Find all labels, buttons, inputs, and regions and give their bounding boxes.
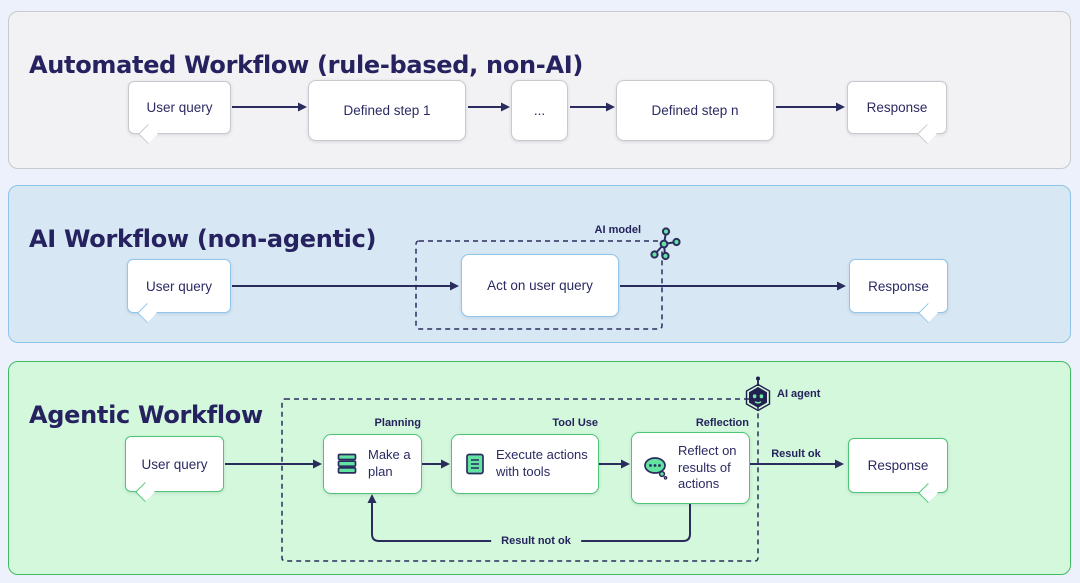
- edge-label-result-ok: Result ok: [771, 448, 821, 460]
- panel-automated-title: Automated Workflow (rule-based, non-AI): [29, 50, 584, 79]
- node-make-a-plan-label: Make a plan: [368, 447, 411, 479]
- bubble-tail: [138, 123, 158, 144]
- arrow-userquery-act: [232, 281, 459, 291]
- step-label-tool-use: Tool Use: [552, 417, 598, 429]
- node-defined-step-n-label: Defined step n: [651, 103, 739, 118]
- panel-ai-workflow: AI Workflow (non-agentic) AI model: [8, 185, 1071, 343]
- arrow-execute-reflect: [599, 459, 630, 469]
- node-user-query: User query: [125, 436, 224, 502]
- arrow-ellipsis-stepn: [570, 102, 615, 112]
- ai-agent-robot-icon: [740, 374, 776, 420]
- arrow-userquery-step1: [232, 102, 307, 112]
- node-make-a-plan: Make a plan: [323, 434, 422, 494]
- node-defined-step-1: Defined step 1: [308, 80, 466, 141]
- panel-automated-workflow: Automated Workflow (rule-based, non-AI) …: [8, 11, 1071, 169]
- arrow-plan-execute: [422, 459, 450, 469]
- node-user-query: User query: [128, 81, 231, 144]
- panel-ai-title: AI Workflow (non-agentic): [29, 224, 377, 253]
- node-response-label: Response: [866, 100, 928, 115]
- node-reflect-on-results: Reflect on results of actions: [631, 432, 750, 504]
- step-label-reflection: Reflection: [695, 417, 749, 429]
- ai-model-network-icon: [645, 225, 683, 263]
- node-execute-actions: Execute actions with tools: [451, 434, 599, 494]
- tools-document-icon: [462, 451, 488, 477]
- node-response: Response: [847, 81, 947, 144]
- bubble-tail: [137, 302, 157, 323]
- node-user-query: User query: [127, 259, 231, 323]
- bubble-tail: [135, 481, 155, 502]
- node-response: Response: [849, 259, 948, 323]
- node-execute-actions-label: Execute actions with tools: [496, 447, 588, 479]
- node-act-label: Act on user query: [487, 278, 593, 293]
- bubble-tail: [917, 123, 937, 144]
- panel-agentic-title: Agentic Workflow: [29, 400, 263, 429]
- step-label-planning: Planning: [374, 417, 421, 429]
- node-user-query-label: User query: [145, 278, 213, 294]
- ai-agent-label: AI agent: [777, 388, 821, 400]
- ai-model-label: AI model: [594, 224, 641, 236]
- node-response: Response: [848, 438, 948, 503]
- node-defined-step-n: Defined step n: [616, 80, 774, 141]
- node-user-query-label: User query: [141, 456, 208, 472]
- arrow-stepn-response: [776, 102, 845, 112]
- node-ellipsis: ...: [511, 80, 568, 141]
- arrow-userquery-plan: [225, 459, 322, 469]
- node-act-on-user-query: Act on user query: [461, 254, 619, 317]
- bubble-tail: [918, 302, 938, 323]
- node-ellipsis-label: ...: [533, 103, 546, 118]
- node-reflect-on-results-label: Reflect on results of actions: [678, 442, 737, 492]
- node-response-label: Response: [868, 278, 929, 294]
- node-response-label: Response: [867, 458, 929, 473]
- node-defined-step-1-label: Defined step 1: [343, 103, 431, 118]
- arrow-act-response: [620, 281, 846, 291]
- arrow-step1-ellipsis: [468, 102, 510, 112]
- plan-stack-icon: [334, 451, 360, 477]
- edge-label-result-not-ok: Result not ok: [491, 535, 581, 547]
- panel-agentic-workflow: Agentic Workflow Planning Tool Use Refle…: [8, 361, 1071, 575]
- reflect-thought-bubble-icon: [642, 455, 670, 481]
- bubble-tail: [918, 482, 938, 503]
- arrow-reflect-response: [750, 459, 844, 469]
- node-user-query-label: User query: [146, 100, 213, 115]
